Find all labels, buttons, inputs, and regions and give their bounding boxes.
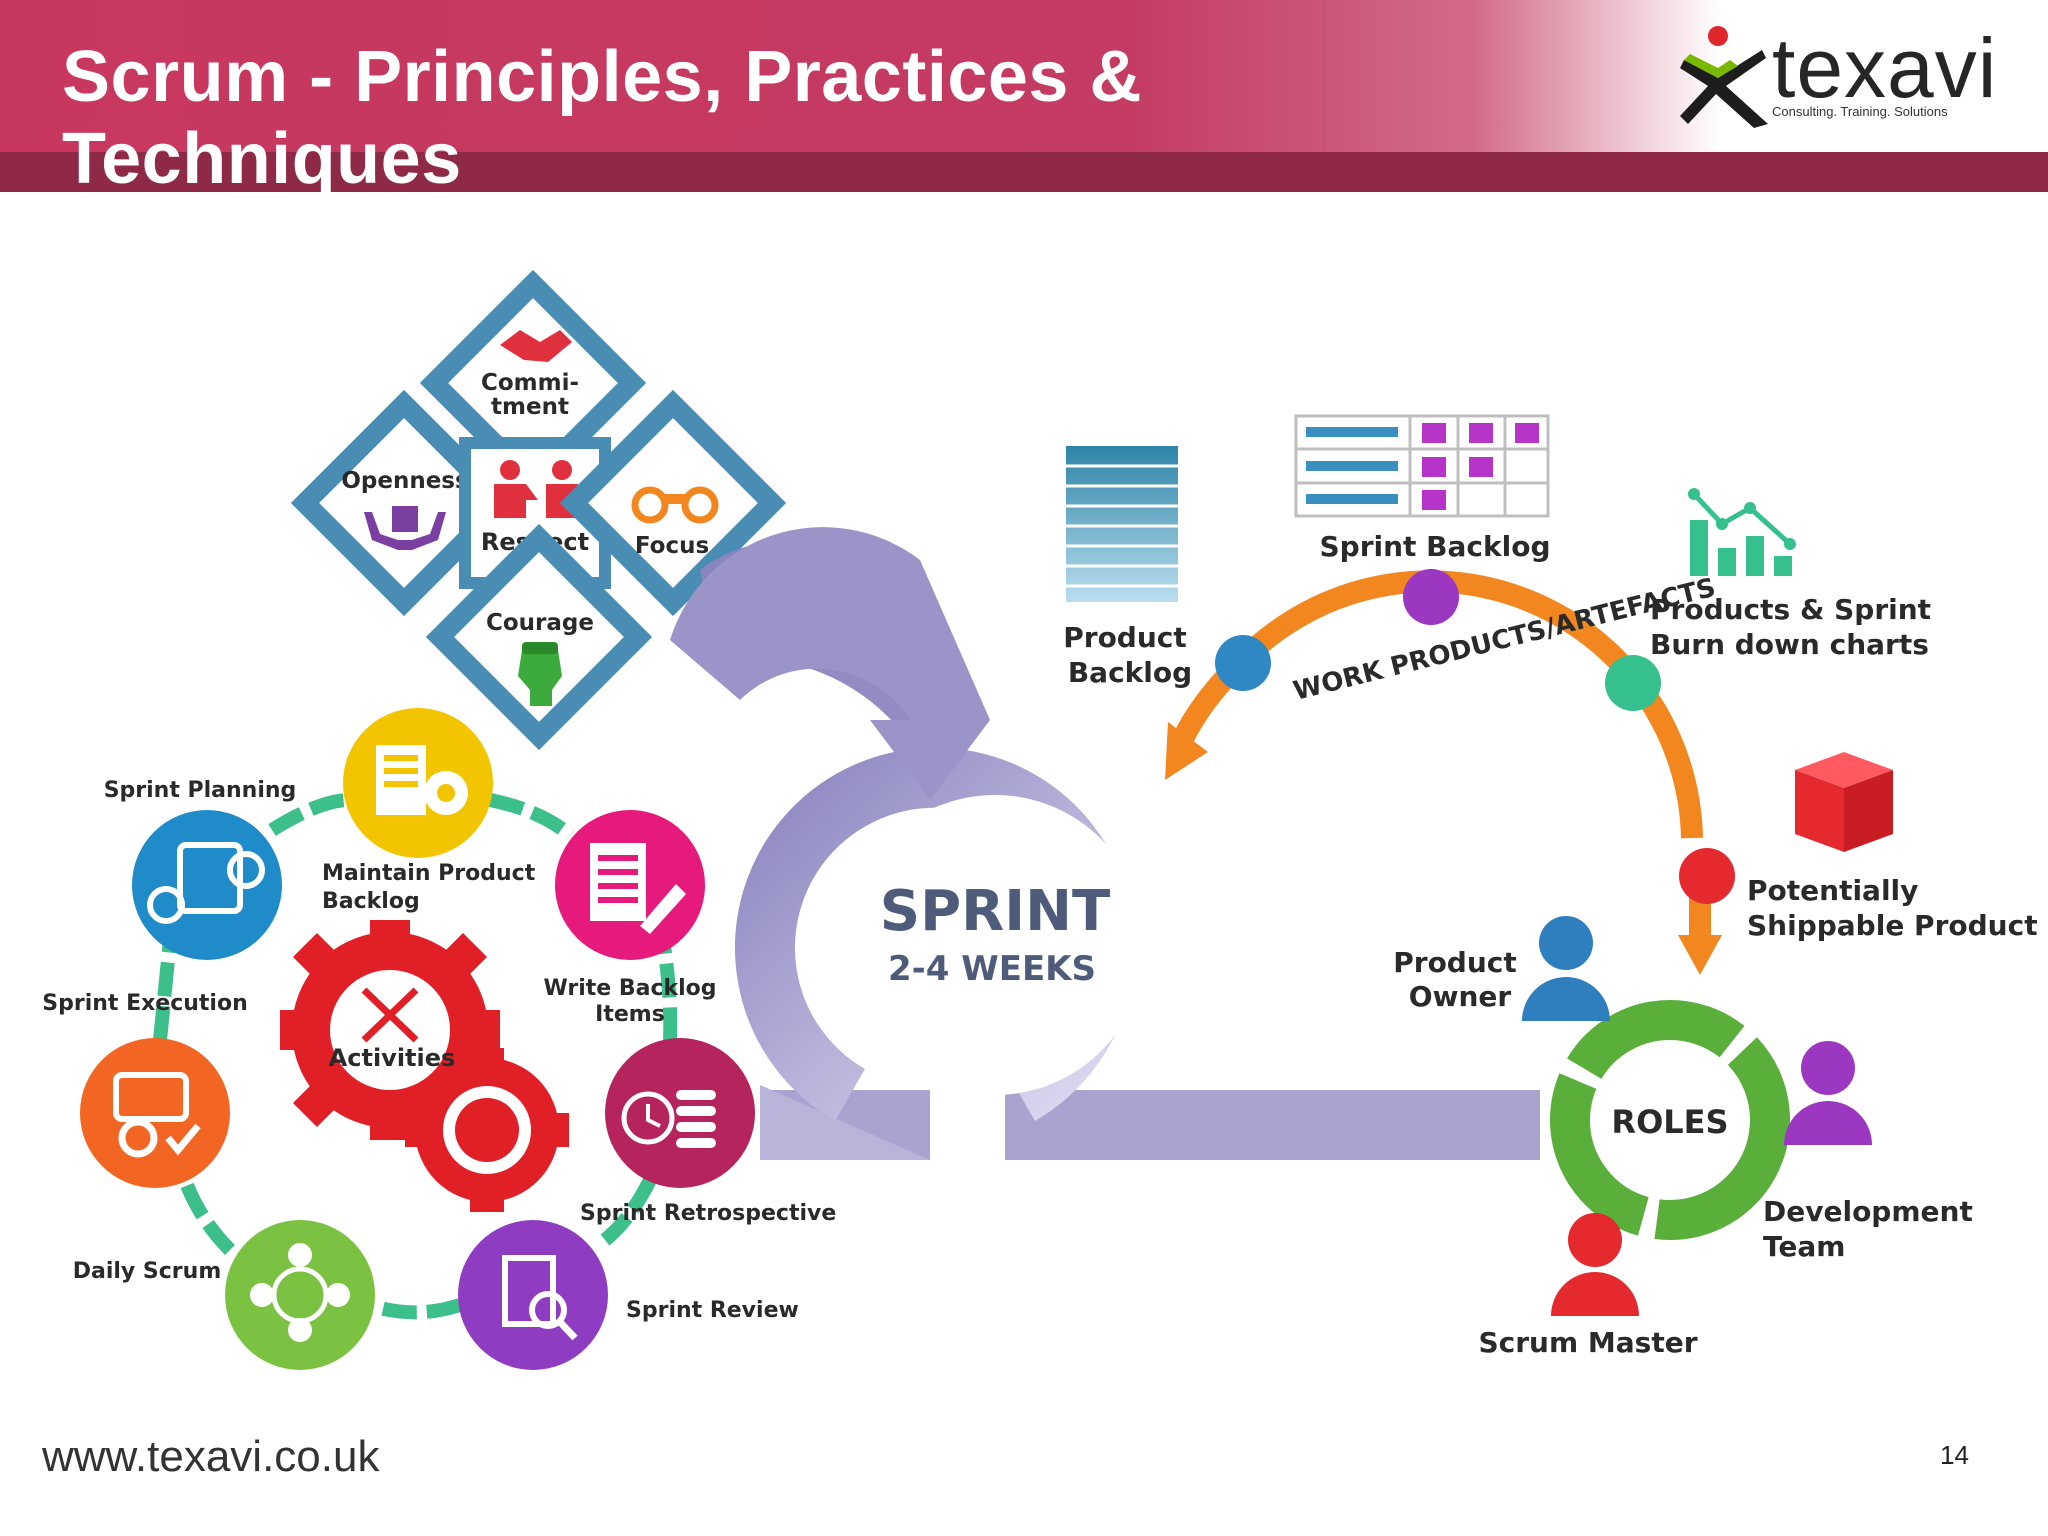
product-backlog-stack-icon — [1066, 446, 1178, 602]
activities-cycle: Sprint Planning Maintain Product Backlog — [42, 708, 836, 1370]
development-team-label-2: Team — [1763, 1230, 1845, 1263]
product-cube-icon — [1795, 752, 1893, 852]
focus-diamond: Focus — [559, 389, 787, 617]
edit-document-icon — [590, 843, 686, 934]
sprint-review-node: Sprint Review — [458, 1220, 799, 1370]
sprint-title: SPRINT — [880, 879, 1110, 944]
roles-group: ROLES Product Owner Development Team Scr… — [1393, 916, 1973, 1359]
daily-scrum-node: Daily Scrum — [73, 1220, 375, 1370]
roles-ring — [1550, 1000, 1790, 1240]
shippable-label-2: Shippable Product — [1747, 909, 2038, 942]
texavi-logo: texavi Consulting. Training. Solutions — [1680, 20, 1996, 130]
sprint-retrospective-label: Sprint Retrospective — [580, 1201, 836, 1226]
document-search-icon — [502, 1255, 578, 1341]
maintain-backlog-label-2: Backlog — [322, 889, 420, 914]
artefacts-group: WORK PRODUCTS/ARTEFACTS Product Backlog — [1063, 414, 2038, 975]
scrum-values-group: Commi- tment Openness Respect — [290, 269, 787, 751]
sprint-backlog-dot — [1403, 569, 1459, 625]
product-backlog-label-2: Backlog — [1068, 656, 1192, 689]
courage-diamond: Courage — [425, 523, 653, 751]
product-owner-label-2: Owner — [1409, 980, 1512, 1013]
maintain-backlog-label-1: Maintain Product — [322, 861, 536, 886]
header-band — [0, 152, 2048, 192]
activities-label: Activities — [329, 1044, 456, 1072]
sprint-backlog-board-icon — [1294, 414, 1550, 518]
logo-text: texavi — [1772, 21, 1998, 115]
burndown-label-1: Products & Sprint — [1650, 593, 1931, 626]
sprint-execution-node: Sprint Execution — [42, 991, 248, 1188]
maintain-backlog-node: Maintain Product Backlog — [322, 708, 536, 914]
daily-scrum-label: Daily Scrum — [73, 1259, 222, 1284]
burndown-chart-icon — [1688, 488, 1796, 576]
sprint-review-label: Sprint Review — [626, 1298, 799, 1323]
product-backlog-dot — [1215, 635, 1271, 691]
write-backlog-node: Write Backlog Items — [543, 810, 717, 1027]
burndown-label-2: Burn down charts — [1650, 628, 1929, 661]
commitment-label-2: tment — [491, 394, 569, 420]
logo-tagline: Consulting. Training. Solutions — [1772, 104, 1948, 119]
sprint-planning-label: Sprint Planning — [104, 778, 297, 803]
burndown-dot — [1605, 655, 1661, 711]
sprint-duration: 2-4 WEEKS — [888, 949, 1096, 989]
gears-check-icon — [113, 1072, 201, 1158]
focus-label: Focus — [635, 533, 709, 559]
artefacts-arc — [1240, 570, 1703, 839]
team-meeting-icon — [250, 1243, 350, 1342]
document-settings-icon — [376, 745, 468, 815]
footer-url[interactable]: www.texavi.co.uk — [42, 1432, 380, 1481]
scrum-master-avatar-icon — [1551, 1213, 1639, 1316]
product-owner-avatar-icon — [1522, 916, 1610, 1021]
write-backlog-label-1: Write Backlog — [543, 976, 716, 1001]
planning-clock-icon — [147, 842, 265, 924]
write-backlog-label-2: Items — [595, 1002, 665, 1027]
activities-gear-small-icon — [405, 1048, 569, 1212]
courage-label: Courage — [486, 610, 594, 636]
page-number: 14 — [1940, 1440, 1969, 1470]
commitment-diamond: Commi- tment — [419, 269, 647, 497]
development-team-label-1: Development — [1763, 1195, 1973, 1228]
openness-label: Openness — [341, 468, 468, 494]
open-hands-icon — [364, 506, 446, 550]
arc-arrowhead-right — [1678, 935, 1722, 975]
shippable-dot — [1679, 848, 1735, 904]
raised-fist-icon — [518, 642, 562, 706]
development-team-avatar-icon — [1784, 1041, 1872, 1145]
roles-label: ROLES — [1611, 1103, 1728, 1141]
activities-gears: Activities — [280, 920, 569, 1212]
sprint-cycle: SPRINT 2-4 WEEKS — [670, 527, 1540, 1160]
clock-stack-icon — [621, 1090, 716, 1148]
sprint-backlog-label: Sprint Backlog — [1319, 530, 1550, 563]
sprint-planning-node: Sprint Planning — [104, 778, 297, 960]
openness-diamond: Openness — [290, 389, 518, 617]
activities-gear-large-icon — [280, 920, 500, 1140]
logo-figure-icon — [1680, 26, 1768, 128]
binoculars-icon — [631, 486, 719, 524]
slide-title: Scrum - Principles, Practices & Techniqu… — [62, 37, 1142, 199]
sprint-execution-label: Sprint Execution — [42, 991, 248, 1016]
shippable-label-1: Potentially — [1747, 874, 1918, 907]
sprint-retrospective-node: Sprint Retrospective — [580, 1038, 836, 1226]
arc-arrowhead-left — [1165, 722, 1208, 780]
scrum-master-label: Scrum Master — [1478, 1326, 1697, 1359]
commitment-label-1: Commi- — [481, 370, 579, 396]
product-backlog-label-1: Product — [1063, 621, 1187, 654]
handshake-icon — [500, 330, 572, 362]
product-owner-label-1: Product — [1393, 946, 1517, 979]
